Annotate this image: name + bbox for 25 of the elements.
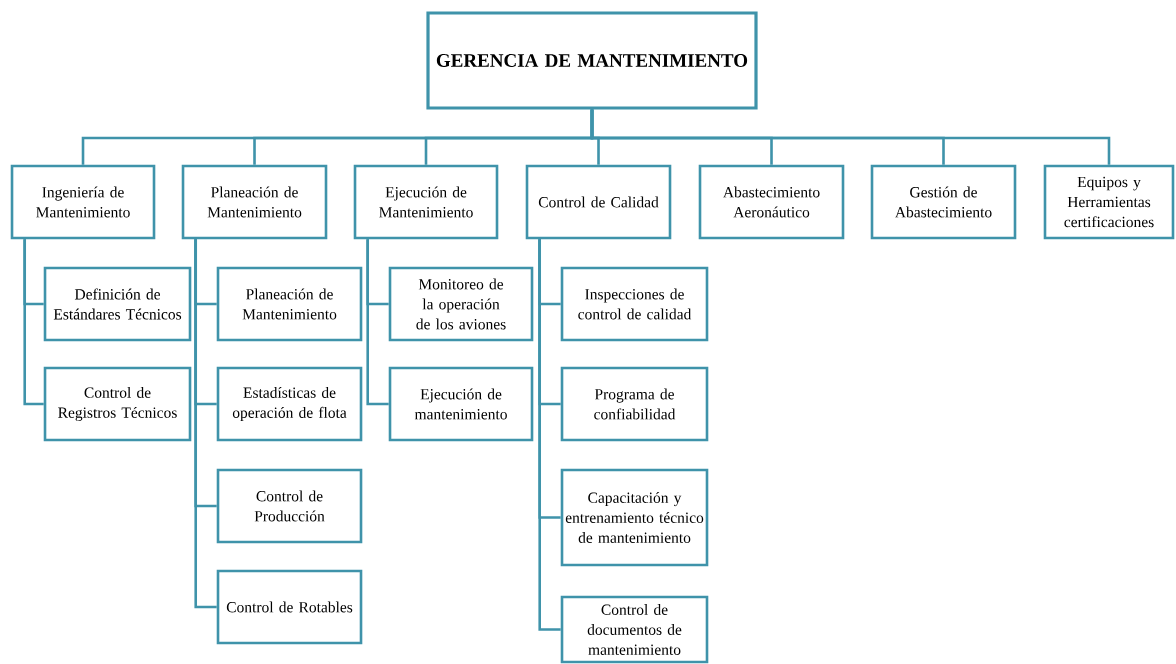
org-box: Ejecución de mantenimiento [388, 366, 534, 442]
org-box: Programa de confiabilidad [560, 366, 709, 442]
connector-line [590, 109, 1111, 165]
org-box: Gestión de Abastecimiento [870, 164, 1017, 240]
org-box: Control de Rotables [216, 569, 363, 645]
connector-line [23, 239, 44, 406]
org-box: Control de Producción [216, 468, 363, 544]
connector-line [366, 239, 389, 406]
org-box: Ingeniería de Mantenimiento [10, 164, 156, 240]
connector-line [538, 239, 561, 631]
connector-line [194, 239, 217, 609]
org-box: Estadísticas de operación de flota [216, 366, 363, 442]
org-box: Control de documentos de mantenimiento [560, 595, 709, 664]
org-box: Equipos y Herramientas certificaciones [1043, 164, 1175, 240]
org-box: Control de Registros Técnicos [43, 366, 192, 442]
org-box: Abastecimiento Aeronáutico [698, 164, 845, 240]
org-box: Planeación de Mantenimiento [181, 164, 328, 240]
org-box: Capacitación y entrenamiento técnico de mantenimiento [560, 468, 709, 567]
org-box: Monitoreo de la operación de los aviones [388, 266, 534, 342]
org-box: Planeación de Mantenimiento [216, 266, 363, 342]
org-box: Ejecución de Mantenimiento [353, 164, 499, 240]
org-box: Definición de Estándares Técnicos [43, 266, 192, 342]
org-box: Control de Calidad [525, 164, 672, 240]
org-box: GERENCIA DE MANTENIMIENTO [426, 11, 758, 110]
org-box: Inspecciones de control de calidad [560, 266, 709, 342]
